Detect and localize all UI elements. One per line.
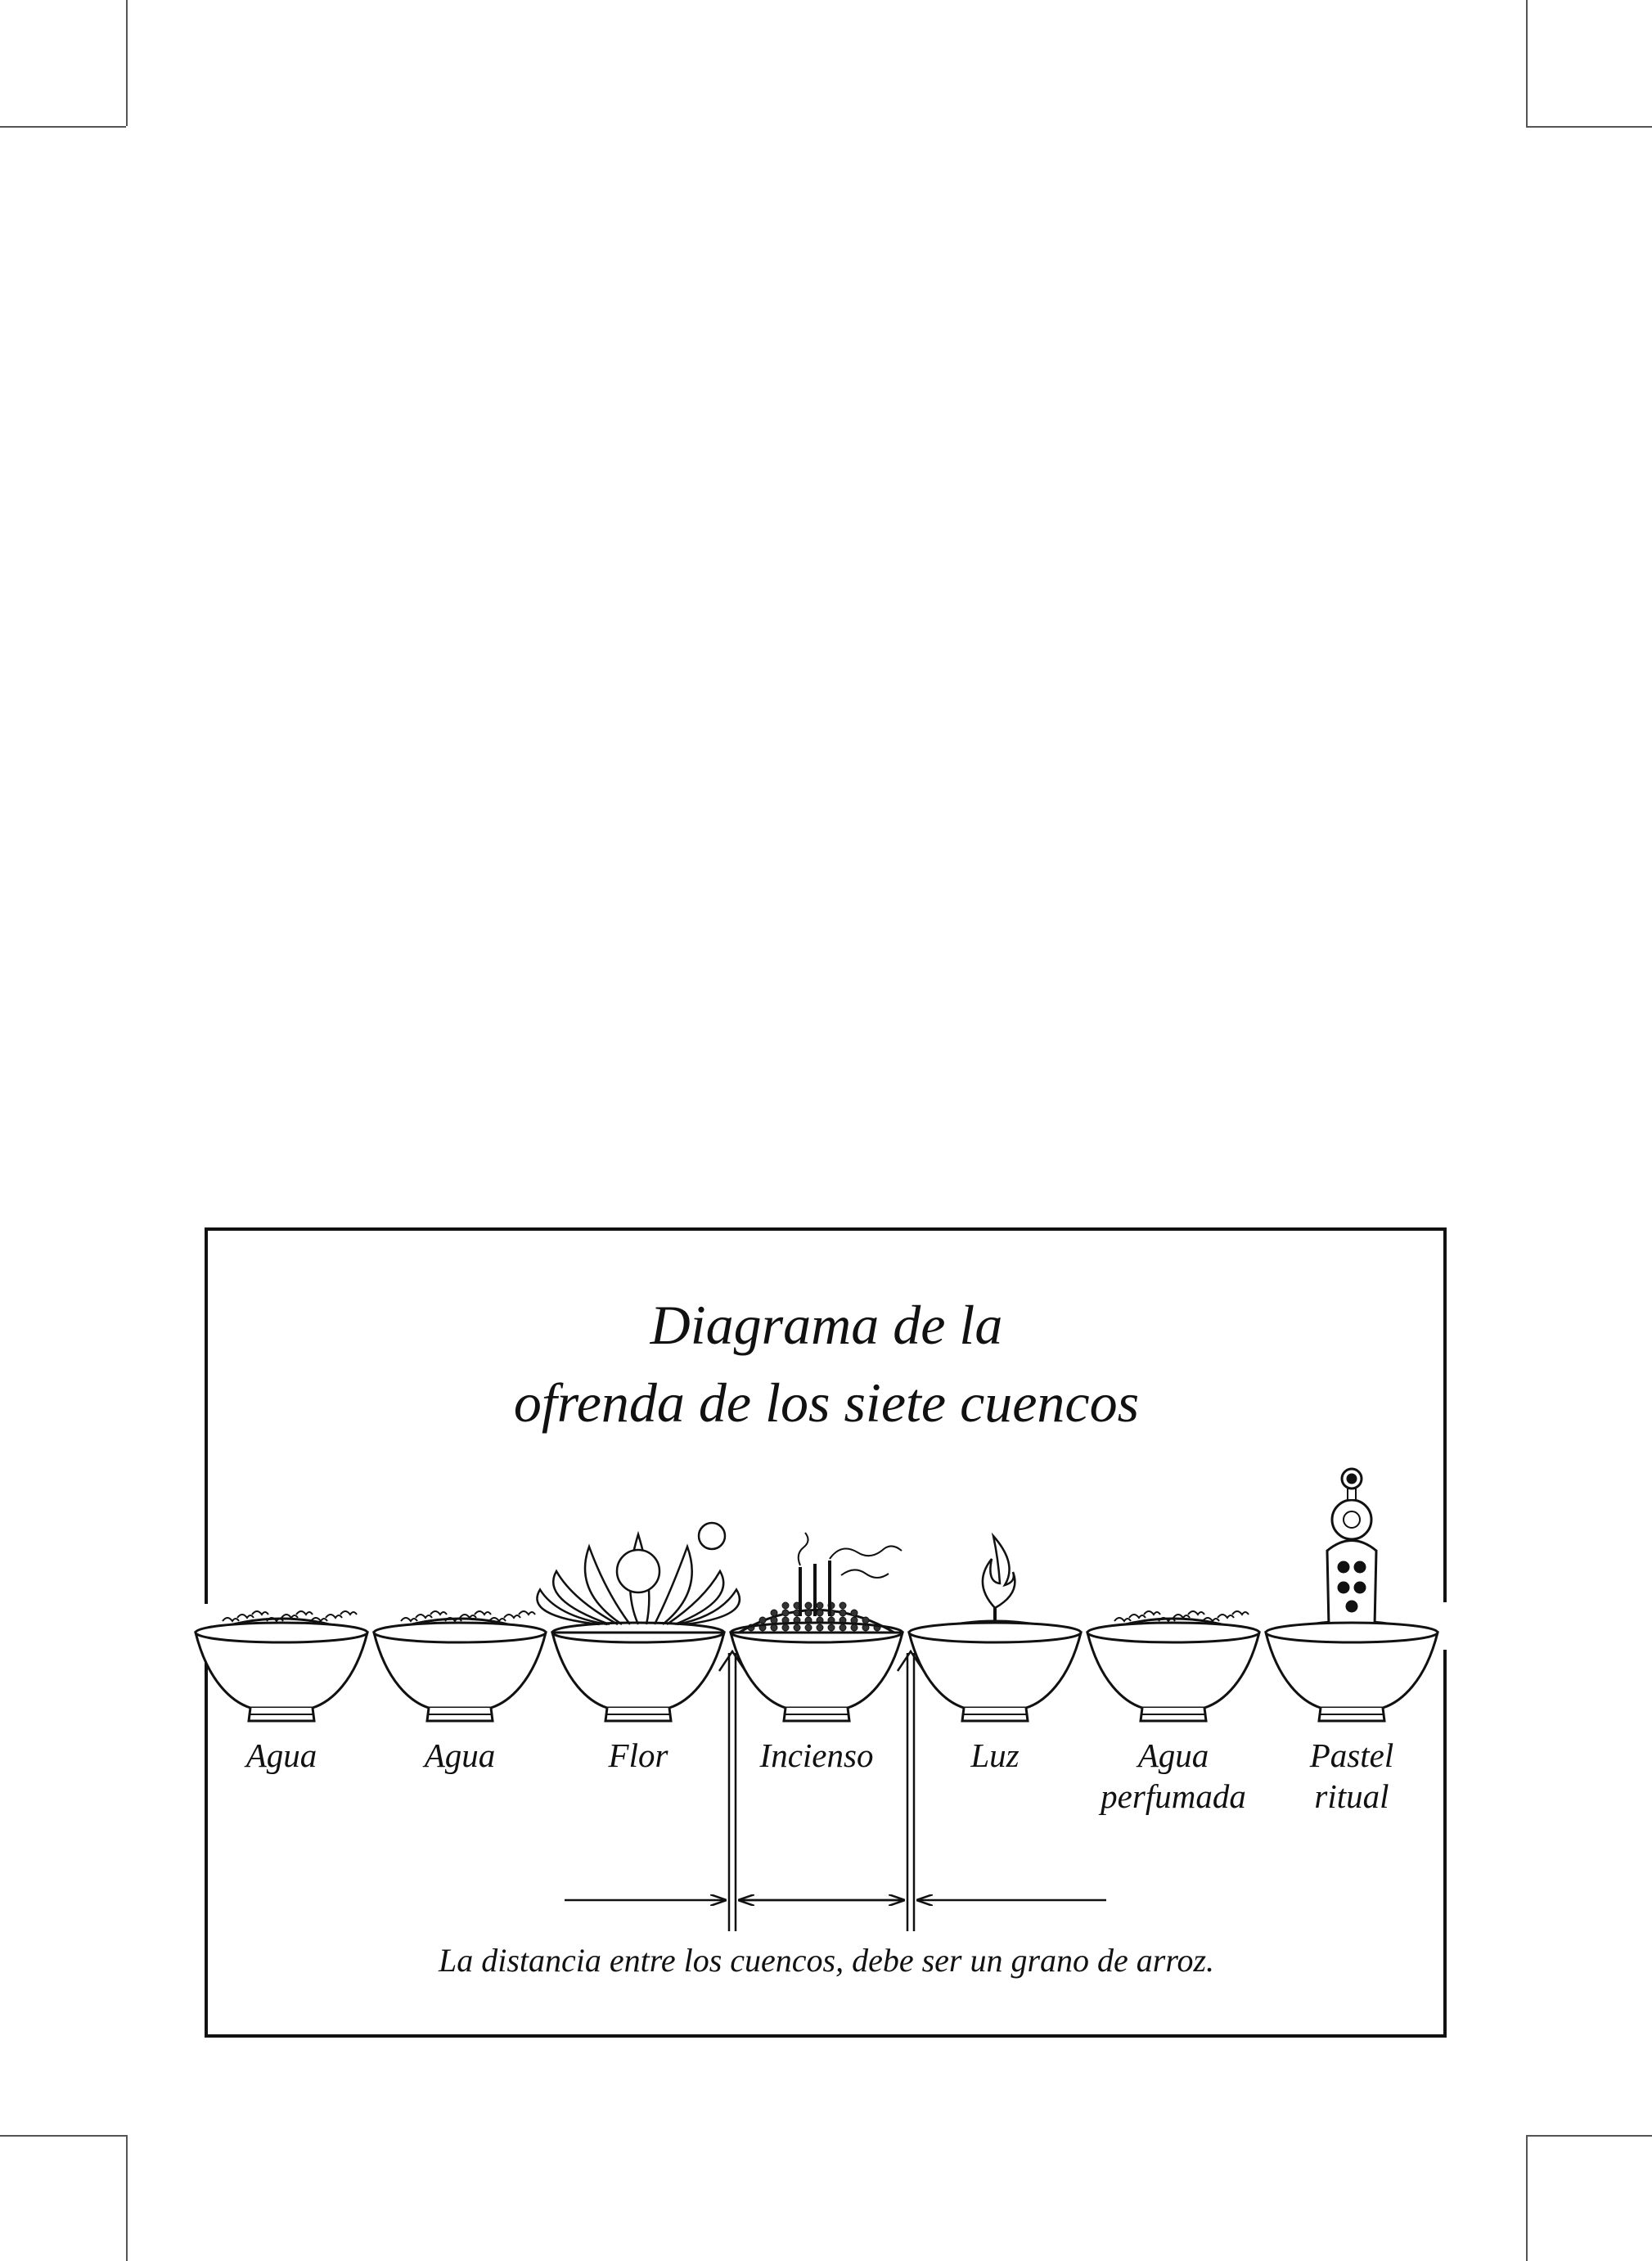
crop-mark-bottom-right-v — [1526, 2135, 1528, 2261]
crop-mark-bottom-left-v — [126, 2135, 128, 2261]
crop-mark-bottom-left-h — [0, 2135, 126, 2137]
bowl-label-pastel-ritual-line-2: ritual — [1314, 1777, 1389, 1815]
bowl-label-agua-perfumada: Agua — [1137, 1736, 1209, 1774]
crop-mark-bottom-right-h — [1526, 2135, 1652, 2137]
bowl-agua-2 — [372, 1610, 547, 1723]
bowl-pastel-ritual — [1264, 1467, 1439, 1723]
bowl-label-flor: Flor — [608, 1736, 668, 1774]
bowl-label-luz: Luz — [970, 1736, 1020, 1774]
bowl-luz — [907, 1532, 1083, 1723]
diagram-frame — [205, 1227, 1447, 2038]
bowl-label-agua-1: Agua — [245, 1736, 317, 1774]
crop-mark-top-left-v — [126, 0, 128, 126]
diagram-caption: La distancia entre los cuencos, debe ser… — [438, 1942, 1215, 1979]
bowl-label-agua-2: Agua — [424, 1736, 496, 1774]
bowl-label-incienso: Incienso — [759, 1736, 874, 1774]
bowl-agua-perfumada — [1086, 1610, 1261, 1723]
guide-arrowhead — [718, 1649, 747, 1672]
crop-mark-top-right-v — [1526, 0, 1528, 126]
bowl-agua-1 — [194, 1610, 369, 1723]
spacing-measurement — [565, 1649, 1106, 1931]
bowl-incienso — [729, 1532, 904, 1723]
diagram-title-line-2: ofrenda de los siete cuencos — [513, 1371, 1140, 1434]
guide-arrowhead — [896, 1649, 925, 1672]
bowl-label-agua-perfumada-line-2: perfumada — [1101, 1777, 1246, 1815]
bowls-row — [194, 1467, 1439, 1723]
crop-mark-top-right-h — [1526, 126, 1652, 128]
diagram-title-line-1: Diagrama de la — [650, 1294, 1003, 1356]
bowl-flor — [536, 1521, 741, 1723]
crop-mark-top-left-h — [0, 126, 126, 128]
bowl-label-pastel-ritual: Pastel — [1309, 1736, 1394, 1774]
